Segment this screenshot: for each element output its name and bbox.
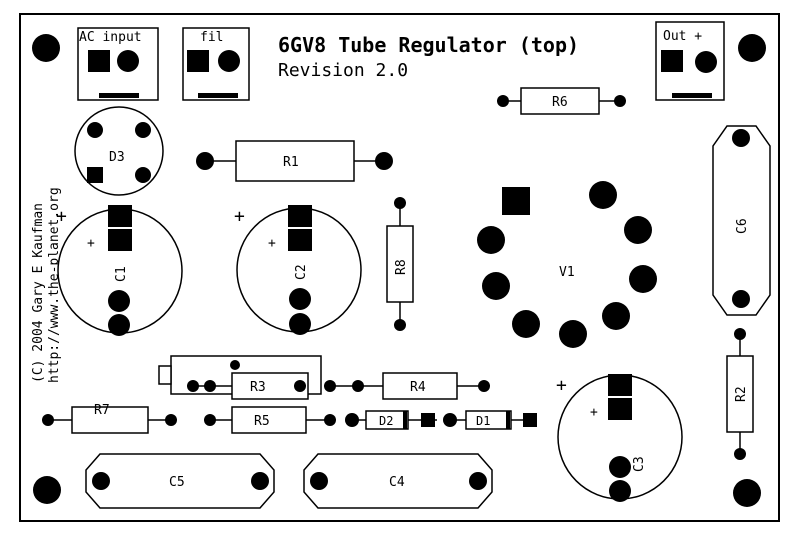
- capacitor-c1-label: C1: [114, 266, 129, 282]
- mounting-hole-bottom-left: [33, 476, 61, 504]
- capacitor-c3-label: C3: [632, 456, 647, 472]
- capacitor-c3: + + C3: [556, 374, 683, 502]
- diode-d2: D2: [345, 410, 437, 430]
- diode-d1-label: D1: [476, 414, 490, 428]
- board-title: 6GV8 Tube Regulator (top): [278, 33, 579, 57]
- capacitor-c2: + + C2: [234, 205, 362, 335]
- resistor-r4: R4: [324, 372, 490, 400]
- bridge-d3: D3: [74, 106, 164, 196]
- capacitor-c1: + + C1: [56, 205, 183, 336]
- capacitor-c6-label: C6: [735, 218, 750, 234]
- capacitor-c1-plus-inner: +: [87, 236, 95, 251]
- board-revision: Revision 2.0: [278, 60, 408, 81]
- capacitor-c2-plus-outer: +: [234, 206, 245, 227]
- capacitor-c2-plus-inner: +: [268, 236, 276, 251]
- capacitor-c5: C5: [85, 453, 275, 509]
- credit-line-1: (C) 2004 Gary E Kaufman: [31, 203, 46, 383]
- resistor-r2: R2: [726, 328, 754, 460]
- resistor-r2-label: R2: [734, 386, 749, 402]
- diode-d2-label: D2: [379, 414, 393, 428]
- resistor-r3: R3: [187, 372, 309, 400]
- capacitor-c5-label: C5: [169, 475, 185, 490]
- mounting-hole-top-right: [738, 34, 766, 62]
- capacitor-c4: C4: [303, 453, 493, 509]
- resistor-r7: R7: [42, 403, 177, 434]
- terminal-ac-input-label: AC input: [79, 30, 142, 45]
- resistor-r4-label: R4: [410, 380, 426, 395]
- resistor-r1-label: R1: [283, 155, 299, 170]
- capacitor-c6: C6: [712, 125, 771, 316]
- resistor-r6: R6: [497, 87, 626, 115]
- mounting-holes: [32, 34, 766, 507]
- resistor-r3-label: R3: [250, 380, 266, 395]
- resistor-r5-label: R5: [254, 414, 270, 429]
- terminal-fil: fil: [182, 27, 250, 101]
- resistor-r1: R1: [196, 140, 393, 182]
- terminal-fil-label: fil: [200, 30, 223, 45]
- credit-line-2: http://www.the-planet.org: [47, 187, 62, 383]
- capacitor-c3-plus-outer: +: [556, 375, 567, 396]
- terminal-ac-input: AC input: [77, 27, 159, 101]
- resistor-r8-label: R8: [394, 259, 409, 275]
- resistor-r5: R5: [204, 406, 336, 434]
- mounting-hole-bottom-right: [733, 479, 761, 507]
- capacitor-c4-label: C4: [389, 475, 405, 490]
- capacitor-c2-label: C2: [294, 264, 309, 280]
- capacitor-c3-plus-inner: +: [590, 405, 598, 420]
- resistor-r8: R8: [386, 197, 414, 331]
- terminal-out-label: Out +: [663, 29, 702, 44]
- terminal-out: Out +: [655, 21, 725, 101]
- trimmer-body: [158, 355, 322, 395]
- capacitor-c1-plus-outer: +: [56, 206, 67, 227]
- tube-socket-v1: V1: [477, 181, 657, 348]
- bridge-d3-label: D3: [109, 150, 125, 165]
- tube-socket-v1-label: V1: [559, 265, 575, 280]
- mounting-hole-top-left: [32, 34, 60, 62]
- resistor-r6-label: R6: [552, 95, 568, 110]
- resistor-r7-label: R7: [94, 403, 110, 418]
- diode-d1: D1: [443, 410, 537, 430]
